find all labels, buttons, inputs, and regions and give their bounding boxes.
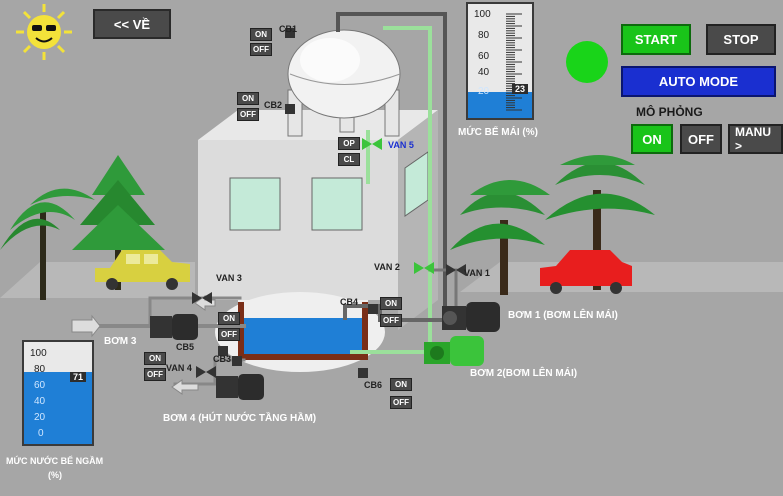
car-yellow [95,250,190,290]
cb5-label: CB5 [176,342,195,352]
simulation-off-button[interactable]: OFF [680,124,722,154]
basement-tank-caption: MỨC NƯỚC BỂ NGẦM [6,456,104,466]
basement-gauge-tick: 0 [38,428,44,439]
pump-bom2-icon [424,336,484,366]
auto-mode-button[interactable]: AUTO MODE [621,66,776,97]
roof-tank-caption: MỨC BỂ MÁI (%) [458,127,538,138]
valve-van3-icon [192,292,212,304]
roof-gauge-tick: 40 [478,67,490,78]
cb1-off-button[interactable]: OFF [250,43,272,56]
basement-gauge-tick: 80 [34,364,46,375]
arrow-inlet-icon [71,314,101,338]
pump-bom1-icon [442,302,500,332]
basement-gauge-tick: 60 [34,380,46,391]
roof-gauge-tick: 100 [474,9,491,20]
cb4-off-button[interactable]: OFF [380,314,402,327]
breaker-cb3-icon [232,356,242,366]
basement-water [244,318,362,354]
arrow-outlet-icon [171,379,199,395]
cb3-off-button[interactable]: OFF [144,368,166,381]
roof-gauge-scale [506,13,522,111]
valve-van5-icon [362,138,382,150]
basement-tank-caption-unit: (%) [48,470,62,480]
van5-open-button[interactable]: OP [338,137,360,150]
cb5-off-button[interactable]: OFF [218,328,240,341]
breaker-cb5-icon [218,346,228,356]
basement-gauge-tick: 20 [34,412,46,423]
breaker-cb4-icon [368,304,378,314]
cb6-on-button[interactable]: ON [390,378,412,391]
pipe-return [336,12,447,312]
basement-tank-level-fill [24,371,92,444]
stop-button[interactable]: STOP [706,24,776,55]
cb3-on-button[interactable]: ON [144,352,166,365]
tree-left-2 [72,155,165,290]
basement-tank-gauge: 100 80 60 40 20 0 71 [22,340,94,446]
cb3-label: CB3 [213,354,232,364]
tank-wall-left [238,302,244,358]
back-button[interactable]: << VỀ [93,9,171,39]
breaker-cb1-icon [285,28,295,38]
cb1-label: CB1 [279,24,298,34]
cb6-off-button[interactable]: OFF [390,396,412,409]
van3-label: VAN 3 [216,273,242,283]
basement-tank-value: 71 [69,372,86,382]
tree-right-2 [545,155,655,290]
breaker-cb6-icon [358,368,368,378]
valve-van4-icon [196,366,216,378]
tree-right-1 [450,180,550,295]
cb5-on-button[interactable]: ON [218,312,240,325]
sun-icon [16,4,72,60]
roof-gauge-tick: 80 [478,30,490,41]
basement-gauge-tick: 40 [34,396,46,407]
bom3-label: BƠM 3 [104,336,137,347]
cb4-on-button[interactable]: ON [380,297,402,310]
roof-tank-value: 23 [511,84,528,94]
simulation-on-button[interactable]: ON [631,124,673,154]
valve-van2-icon [414,262,434,274]
bom1-label: BƠM 1 (BƠM LÊN MÁI) [508,310,618,321]
building [198,110,438,330]
valve-van1-icon [446,264,466,276]
roof-gauge-tick: 60 [478,51,490,62]
roof-tank-level-fill [468,91,532,118]
roof-tank-gauge: 100 80 60 40 20 23 [466,2,534,120]
cb2-on-button[interactable]: ON [237,92,259,105]
van5-label: VAN 5 [388,140,414,150]
simulation-title: MÔ PHỎNG [636,105,703,119]
car-red [540,250,632,294]
tree-left-1 [0,188,95,300]
cb2-off-button[interactable]: OFF [237,108,259,121]
pump-bom4-icon [216,374,264,400]
basement-gauge-tick: 100 [30,348,47,359]
van1-label: VAN 1 [464,268,490,278]
roof-gauge-tick: 20 [478,86,490,97]
cb6-label: CB6 [364,380,383,390]
cb1-on-button[interactable]: ON [250,28,272,41]
manual-button[interactable]: MANU > [728,124,783,154]
van4-label: VAN 4 [166,363,192,373]
pipe-pump2-up [383,26,432,347]
tank-wall-right [362,302,368,358]
cb2-label: CB2 [264,100,283,110]
van2-label: VAN 2 [374,262,400,272]
cb4-label: CB4 [340,297,359,307]
pump-bom3-icon [150,314,198,340]
bom4-label: BƠM 4 (HÚT NƯỚC TẦNG HẦM) [163,413,317,424]
bom2-label: BƠM 2(BƠM LÊN MÁI) [470,368,578,379]
roof-tank [287,29,401,137]
van5-close-button[interactable]: CL [338,153,360,166]
start-button[interactable]: START [621,24,691,55]
run-indicator [566,41,608,83]
breaker-cb2-icon [285,104,295,114]
tank-wall-bottom [238,354,368,360]
